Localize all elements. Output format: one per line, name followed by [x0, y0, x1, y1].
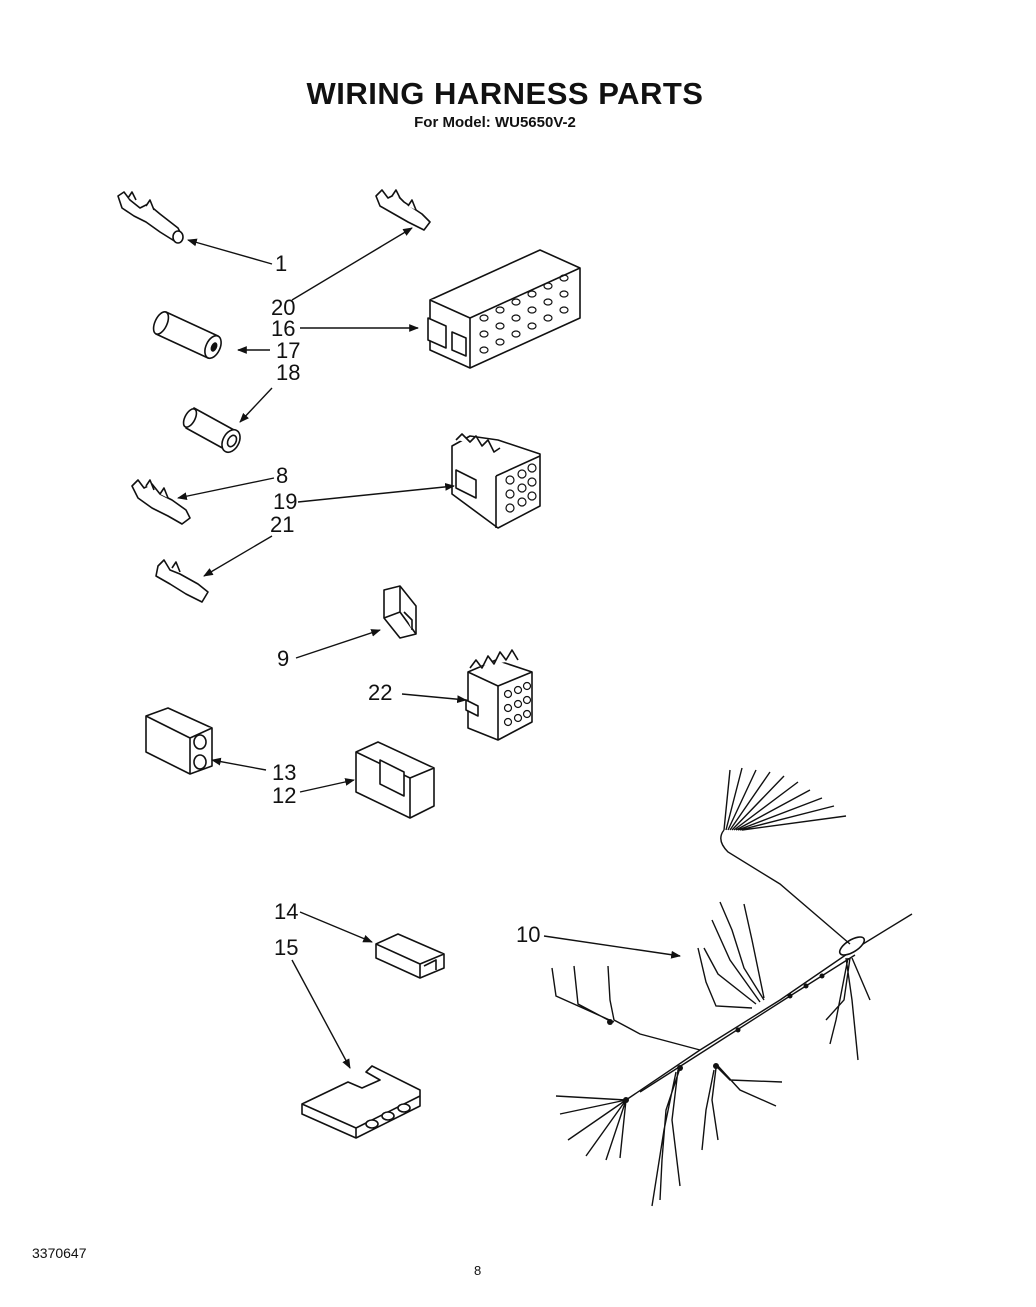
terminal-part-8: [131, 479, 191, 525]
leader-lines: [177, 227, 681, 1069]
wiring-harness-part-10: [551, 767, 913, 1207]
housing-part-12: [355, 741, 435, 819]
sleeve-part-17: [152, 311, 222, 360]
callout-16: 16: [271, 316, 296, 341]
page-number: 8: [474, 1263, 482, 1278]
callout-22: 22: [368, 680, 393, 705]
callout-13: 13: [272, 760, 297, 785]
callout-8: 8: [276, 463, 289, 488]
terminal-part-21: [155, 559, 209, 603]
callout-1: 1: [275, 251, 288, 276]
connector-part-9: [383, 585, 417, 639]
callout-15: 15: [274, 935, 299, 960]
connector-part-15: [301, 1065, 421, 1139]
callout-12: 12: [272, 783, 297, 808]
connector-part-19: [451, 433, 541, 529]
terminal-part-20: [375, 189, 431, 231]
connector-block-part-16: [427, 249, 581, 369]
ferrule-part-18: [182, 407, 241, 454]
page-title: WIRING HARNESS PARTS: [306, 76, 704, 111]
callout-18: 18: [276, 360, 301, 385]
callout-19: 19: [273, 489, 298, 514]
connector-part-22: [465, 649, 533, 741]
callout-20: 20: [271, 295, 296, 320]
housing-part-13: [145, 707, 213, 775]
callout-17: 17: [276, 338, 301, 363]
callout-21: 21: [270, 512, 295, 537]
callout-14: 14: [274, 899, 299, 924]
connector-part-14: [375, 933, 445, 979]
callout-10: 10: [516, 922, 541, 947]
model-subtitle: For Model: WU5650V-2: [414, 114, 576, 131]
callout-9: 9: [277, 646, 290, 671]
terminal-part-1: [117, 191, 184, 244]
document-number: 3370647: [32, 1245, 87, 1261]
